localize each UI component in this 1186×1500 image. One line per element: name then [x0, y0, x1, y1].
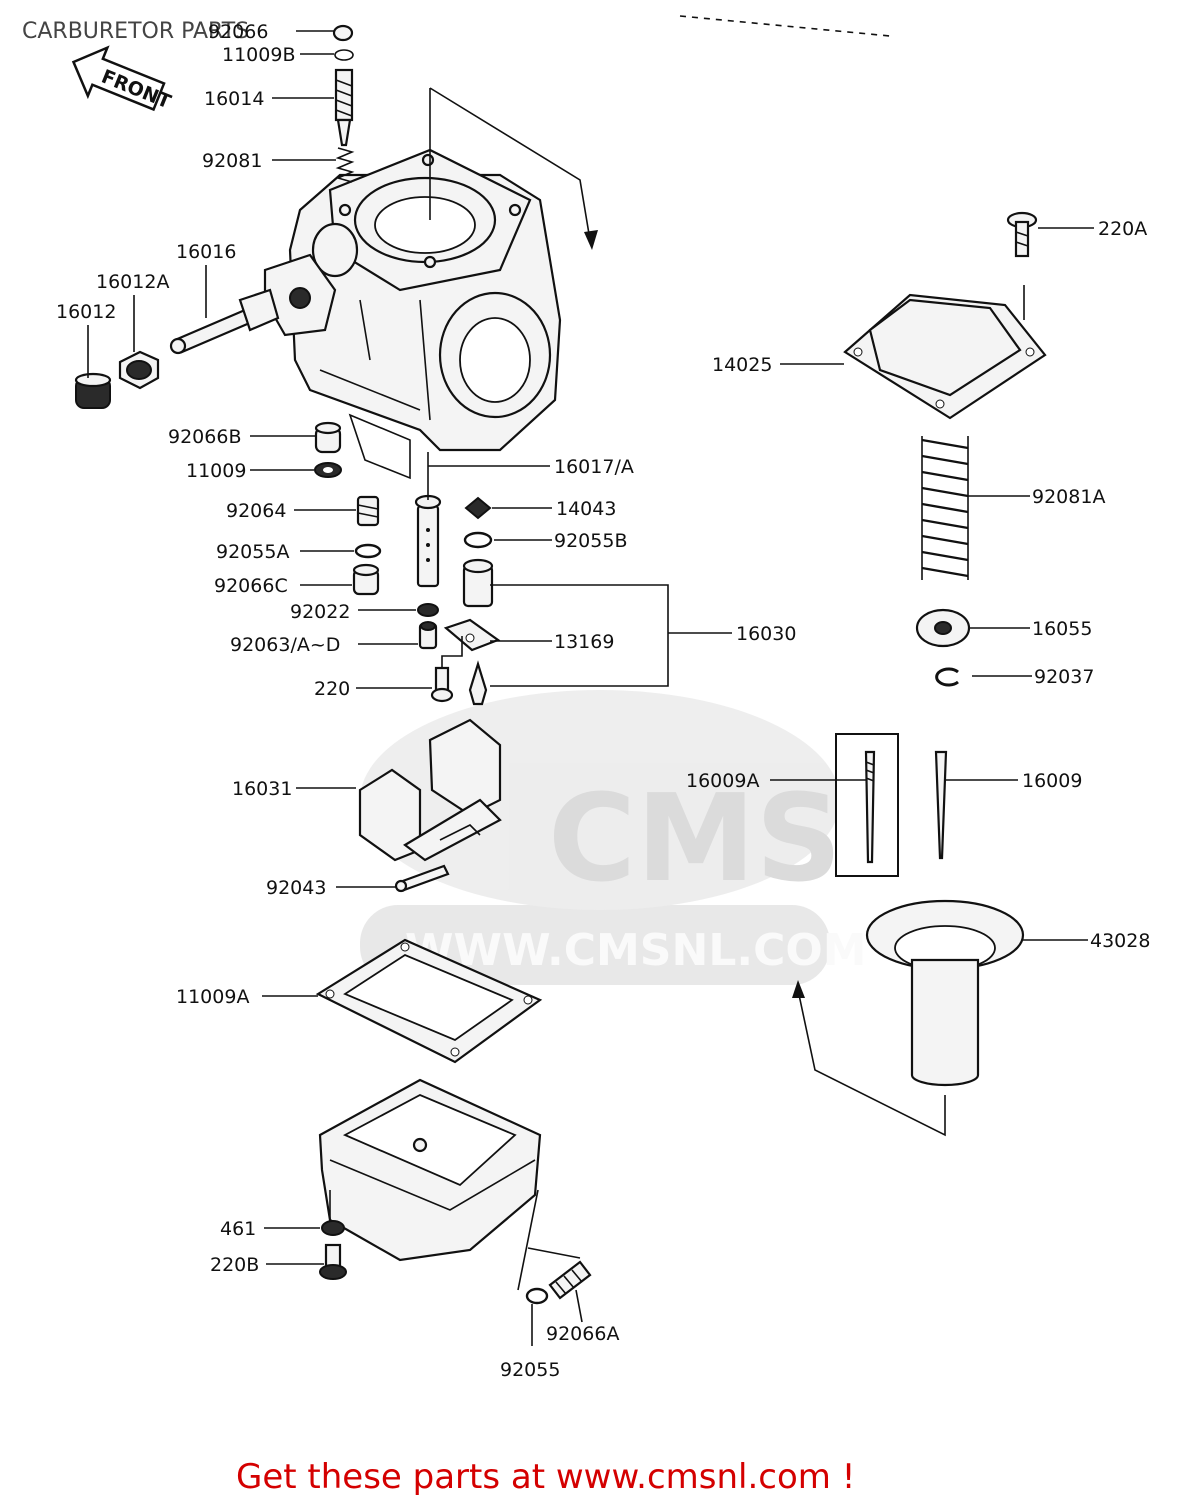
- part-92064-jet: [356, 495, 380, 527]
- label-16031: 16031: [232, 778, 292, 800]
- part-43028-piston: [865, 899, 1025, 1087]
- label-92043: 92043: [266, 877, 326, 899]
- label-13169: 13169: [554, 631, 614, 653]
- piston-arrow-line: [797, 989, 946, 1137]
- part-16012a-nut: [118, 350, 160, 390]
- part-14043-filter: [464, 496, 492, 520]
- part-92037-clip: [935, 667, 959, 687]
- part-float-needle: [468, 660, 488, 706]
- label-11009b: 11009B: [222, 44, 295, 66]
- part-valve-seat: [462, 558, 494, 608]
- part-92055a-oring: [354, 543, 382, 559]
- label-16012: 16012: [56, 301, 116, 323]
- part-16016-shaft: [169, 288, 280, 355]
- part-92055-oring: [525, 1287, 549, 1305]
- part-16031-float: [358, 718, 502, 862]
- footer-link[interactable]: Get these parts at www.cmsnl.com !: [236, 1457, 855, 1497]
- plate-screw-lead: [441, 636, 463, 668]
- label-92066c: 92066C: [214, 575, 288, 597]
- leader-lines: [87, 30, 1094, 1346]
- label-92081a: 92081A: [1032, 486, 1105, 508]
- label-220a: 220A: [1098, 218, 1147, 240]
- part-92066c-plug: [352, 563, 380, 596]
- part-92066b-plug: [314, 421, 342, 454]
- part-92066a-screw: [548, 1260, 592, 1300]
- part-16012-cap: [74, 372, 112, 409]
- part-13169-plate: [443, 618, 501, 652]
- label-92055: 92055: [500, 1359, 560, 1381]
- part-92081-spring: [335, 147, 355, 183]
- watermark-url: WWW.CMSNL.COM: [405, 925, 867, 976]
- label-92066: 92066: [208, 21, 268, 43]
- part-11009-washer: [314, 462, 342, 478]
- label-16017: 16017/A: [554, 456, 634, 478]
- part-11009a-gasket: [315, 938, 543, 1064]
- diagram-title: CARBURETOR PARTS: [22, 19, 249, 44]
- label-16009: 16009: [1022, 770, 1082, 792]
- part-16009-needle: [934, 750, 948, 860]
- label-92037: 92037: [1034, 666, 1094, 688]
- part-92043-pin: [394, 864, 450, 893]
- label-92022: 92022: [290, 601, 350, 623]
- decor-dashed-line: [679, 15, 891, 37]
- body-arrow-head: [584, 230, 598, 250]
- label-16016: 16016: [176, 241, 236, 263]
- label-92063: 92063/A~D: [230, 634, 340, 656]
- label-16012a: 16012A: [96, 271, 169, 293]
- part-461-washer: [321, 1220, 345, 1236]
- jet-bracket: [348, 413, 411, 480]
- label-92055b: 92055B: [554, 530, 627, 552]
- label-14043: 14043: [556, 498, 616, 520]
- part-11009b-washer: [334, 49, 354, 61]
- part-92063-mainjet: [418, 621, 438, 650]
- part-92066-cap: [332, 24, 354, 42]
- label-11009: 11009: [186, 460, 246, 482]
- label-220b: 220B: [210, 1254, 259, 1276]
- part-220-screw: [430, 666, 454, 703]
- part-16009a-needle-box: [835, 733, 899, 877]
- label-43028: 43028: [1090, 930, 1150, 952]
- label-16055: 16055: [1032, 618, 1092, 640]
- watermark-logo: CMS: [548, 770, 842, 909]
- label-92064: 92064: [226, 500, 286, 522]
- label-92066b: 92066B: [168, 426, 241, 448]
- assembly-16030-bracket: [490, 584, 669, 687]
- part-labels: 92066 11009B 16014 92081 16016 16012A 16…: [56, 21, 1150, 1381]
- label-92066a: 92066A: [546, 1323, 619, 1345]
- label-92055a: 92055A: [216, 541, 289, 563]
- part-92055b-oring: [463, 531, 493, 549]
- label-16030: 16030: [736, 623, 796, 645]
- part-float-bowl: [318, 1078, 542, 1262]
- label-16009a: 16009A: [686, 770, 759, 792]
- part-16014-screw: [334, 68, 354, 147]
- label-92081: 92081: [202, 150, 262, 172]
- part-220b-screw: [319, 1243, 347, 1280]
- label-11009a: 11009A: [176, 986, 249, 1008]
- part-92022-washer: [417, 603, 439, 617]
- part-14025-top-cover: [843, 293, 1047, 420]
- body-arrow-line-2: [429, 87, 591, 241]
- label-14025: 14025: [712, 354, 772, 376]
- drain-screw-lead: [517, 1189, 581, 1291]
- part-92081a-spring: [921, 436, 969, 580]
- carburetor-body: [263, 148, 562, 452]
- piston-arrow-head: [792, 980, 805, 998]
- label-220: 220: [314, 678, 350, 700]
- label-461: 461: [220, 1218, 256, 1240]
- part-220a-screw: [1006, 211, 1038, 258]
- part-16017-needlejet: [414, 494, 442, 588]
- part-16055-spacer: [915, 608, 971, 648]
- front-arrow: FRONT: [71, 45, 174, 113]
- label-16014: 16014: [204, 88, 264, 110]
